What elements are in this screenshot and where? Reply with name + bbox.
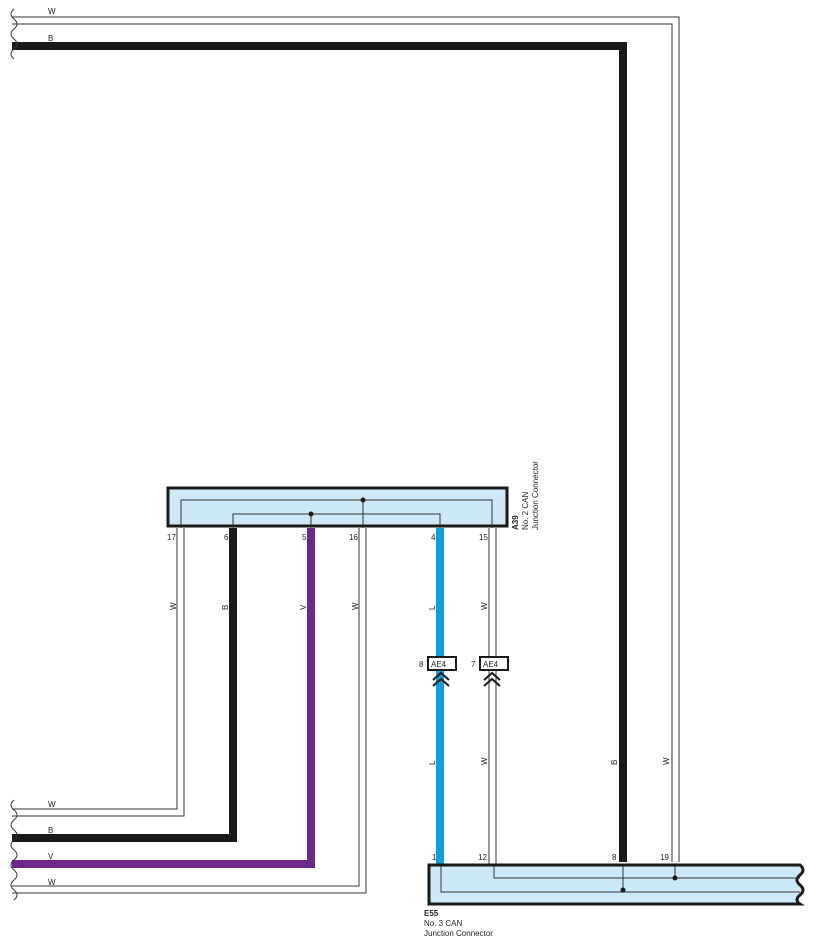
wire-label-a39-4: L	[428, 605, 437, 610]
wire-top-w-inner	[12, 23, 673, 862]
pin-e55-12: 12	[478, 853, 487, 862]
wire-label-a39-16: W	[351, 602, 360, 610]
wire-a39-5-v	[12, 528, 315, 868]
e55-internal-w	[440, 866, 800, 893]
wire-label-a39-15: W	[480, 602, 489, 610]
wire-a39-16-w	[12, 528, 360, 887]
wire-top-b	[12, 42, 627, 862]
wire-label-a39-5: V	[299, 604, 308, 610]
wire-a39-17-w	[12, 528, 178, 810]
wire-label-a39-17: W	[169, 602, 178, 610]
connector-ae4-l	[427, 656, 457, 671]
wire-label-lower-w: W	[480, 757, 489, 765]
wire-label-top-w: W	[48, 7, 56, 16]
wire-label-a39-6: B	[221, 605, 230, 610]
chevron-up-icon	[483, 671, 501, 687]
wire-label-right-b: B	[610, 760, 619, 765]
connector-e55-name-1: No. 3 CAN	[424, 919, 462, 928]
wire-label-left-v: V	[48, 852, 54, 861]
pin-a39-16: 16	[349, 533, 358, 542]
chevron-up-icon	[432, 671, 450, 687]
splice-dot	[672, 875, 678, 881]
wire-label-left-w2: W	[48, 878, 56, 887]
pin-e55-19: 19	[660, 853, 669, 862]
pin-a39-4: 4	[431, 533, 436, 542]
e55-internal-w2	[493, 866, 800, 879]
pin-ae4-8: 8	[419, 660, 424, 669]
pin-a39-6: 6	[224, 533, 229, 542]
connector-e55-body	[427, 863, 805, 906]
wire-label-left-b: B	[48, 826, 53, 835]
pin-ae4-7: 7	[471, 660, 476, 669]
connector-a39-body	[166, 486, 509, 528]
splice-dot	[620, 887, 626, 893]
connector-ae4-l-code: AE4	[431, 660, 447, 669]
pin-a39-5: 5	[302, 533, 307, 542]
pin-a39-15: 15	[479, 533, 488, 542]
connector-ae4-w-code: AE4	[483, 660, 499, 669]
wire-label-lower-l: L	[428, 760, 437, 765]
pin-e55-1: 1	[432, 853, 437, 862]
connector-e55-code: E55	[424, 909, 439, 918]
wire-a39-16-w-inner	[12, 528, 367, 894]
connector-ae4-w	[479, 656, 509, 671]
break-mark	[10, 8, 18, 60]
pin-a39-17: 17	[167, 533, 176, 542]
connector-a39-name-2: Junction Connector	[531, 461, 540, 530]
a39-internal-bus-w	[180, 499, 493, 528]
wire-label-left-w1: W	[48, 800, 56, 809]
wire-top-w	[12, 16, 680, 862]
connector-a39-name-1: No. 2 CAN	[521, 492, 530, 530]
a39-internal-bus-b	[232, 513, 441, 528]
wire-a39-6-b	[12, 528, 237, 842]
splice-dot	[360, 497, 366, 503]
wire-label-right-w: W	[662, 757, 671, 765]
wire-a39-17-w-inner	[12, 528, 185, 817]
connector-a39-code: A39	[511, 515, 520, 530]
splice-dot	[308, 511, 314, 517]
wire-label-top-b: B	[48, 34, 53, 43]
pin-e55-8: 8	[612, 853, 617, 862]
break-mark	[10, 799, 18, 901]
connector-e55-name-2: Junction Connector	[424, 929, 493, 938]
